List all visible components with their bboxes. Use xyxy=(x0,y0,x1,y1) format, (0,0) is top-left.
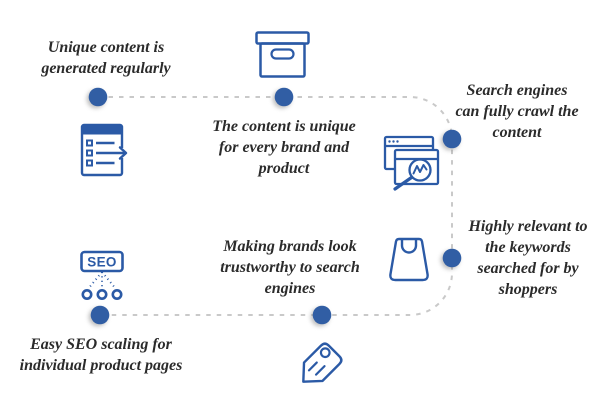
checklist-arrow-icon xyxy=(80,123,128,177)
step-label-trustworthy-brands: Making brands look trustworthy to search… xyxy=(220,238,360,297)
step-label-relevant-keywords: Highly relevant to the keywords searched… xyxy=(468,218,588,298)
path-node-dot-5 xyxy=(312,305,332,325)
step-label-content-unique-per-brand: The content is unique for every brand an… xyxy=(212,118,356,177)
step-label-easy-seo-scaling: Easy SEO scaling for individual product … xyxy=(19,336,183,374)
path-node-dot-3 xyxy=(442,129,462,149)
step-label-unique-content: Unique content is generated regularly xyxy=(41,39,171,77)
archive-box-icon xyxy=(255,31,310,78)
step-label-search-engines-crawl: Search engines can fully crawl the conte… xyxy=(455,82,579,141)
dashed-route-line xyxy=(98,96,453,316)
path-node-dot-2 xyxy=(274,87,294,107)
path-node-dot-6 xyxy=(90,305,110,325)
path-node-dot-4 xyxy=(442,248,462,268)
price-tag-icon xyxy=(302,342,343,383)
path-node-dot-1 xyxy=(88,87,108,107)
seo-sitemap-icon: SEO xyxy=(80,250,124,300)
seo-badge-text: SEO xyxy=(87,255,116,270)
shopping-bag-icon xyxy=(389,237,429,282)
browser-analytics-icon xyxy=(383,135,440,191)
